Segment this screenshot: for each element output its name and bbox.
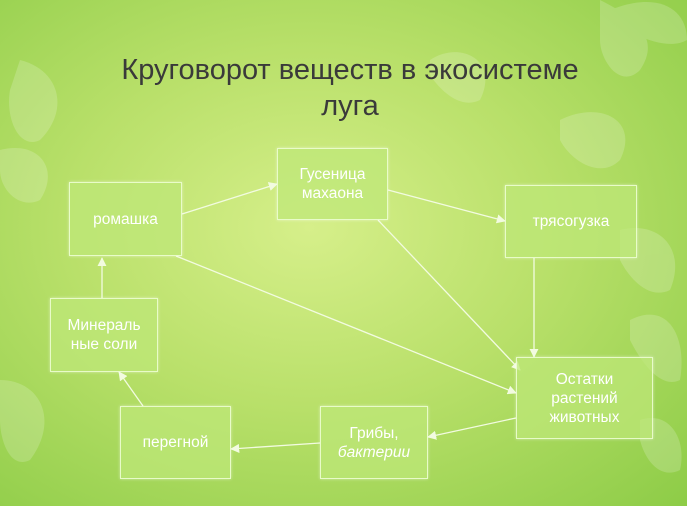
node-peregnoy: перегной <box>120 406 231 479</box>
arrow-gusenitsa-to-ostatki <box>377 219 521 371</box>
arrow-romashka-to-gusenitsa <box>181 182 278 215</box>
node-ostatki: Остатки растений животных <box>516 357 653 439</box>
arrow-griby-to-peregnoy <box>230 442 321 453</box>
title-line-2: луга <box>321 90 379 122</box>
node-tryasoguzka: трясогузка <box>505 185 637 258</box>
node-mineralnye-soli: Минераль ные соли <box>50 298 158 372</box>
node-romashka: ромашка <box>69 182 182 256</box>
arrow-gusenitsa-to-tryasoguzka <box>387 189 506 224</box>
node-ostatki-line-1: Остатки <box>555 370 614 388</box>
title-line-1: Круговорот веществ в экосистеме <box>121 54 579 86</box>
node-gusenitsa-line-2: махаона <box>301 185 364 202</box>
page-title: Круговорот веществ в экосистеме луга <box>40 52 660 124</box>
arrow-romashka-to-ostatki <box>175 255 517 395</box>
node-griby: Грибы, бактерии <box>320 406 428 479</box>
node-ostatki-line-3: животных <box>549 408 620 426</box>
arrow-ostatki-to-griby <box>427 417 517 440</box>
node-griby-line-2: бактерии <box>337 443 411 461</box>
node-tryasoguzka-label: трясогузка <box>532 213 610 230</box>
arrow-peregnoy-to-soli <box>118 371 144 407</box>
node-peregnoy-label: перегной <box>142 434 209 451</box>
node-griby-line-1: Грибы, <box>349 424 399 442</box>
node-gusenitsa-line-1: Гусеница <box>299 166 366 183</box>
node-mineralnye-soli-line-1: Минераль <box>67 317 141 334</box>
node-gusenitsa: Гусеница махаона <box>277 148 388 220</box>
node-mineralnye-soli-line-2: ные соли <box>70 336 138 353</box>
node-romashka-label: ромашка <box>93 210 158 228</box>
node-ostatki-line-2: растений <box>551 389 618 407</box>
